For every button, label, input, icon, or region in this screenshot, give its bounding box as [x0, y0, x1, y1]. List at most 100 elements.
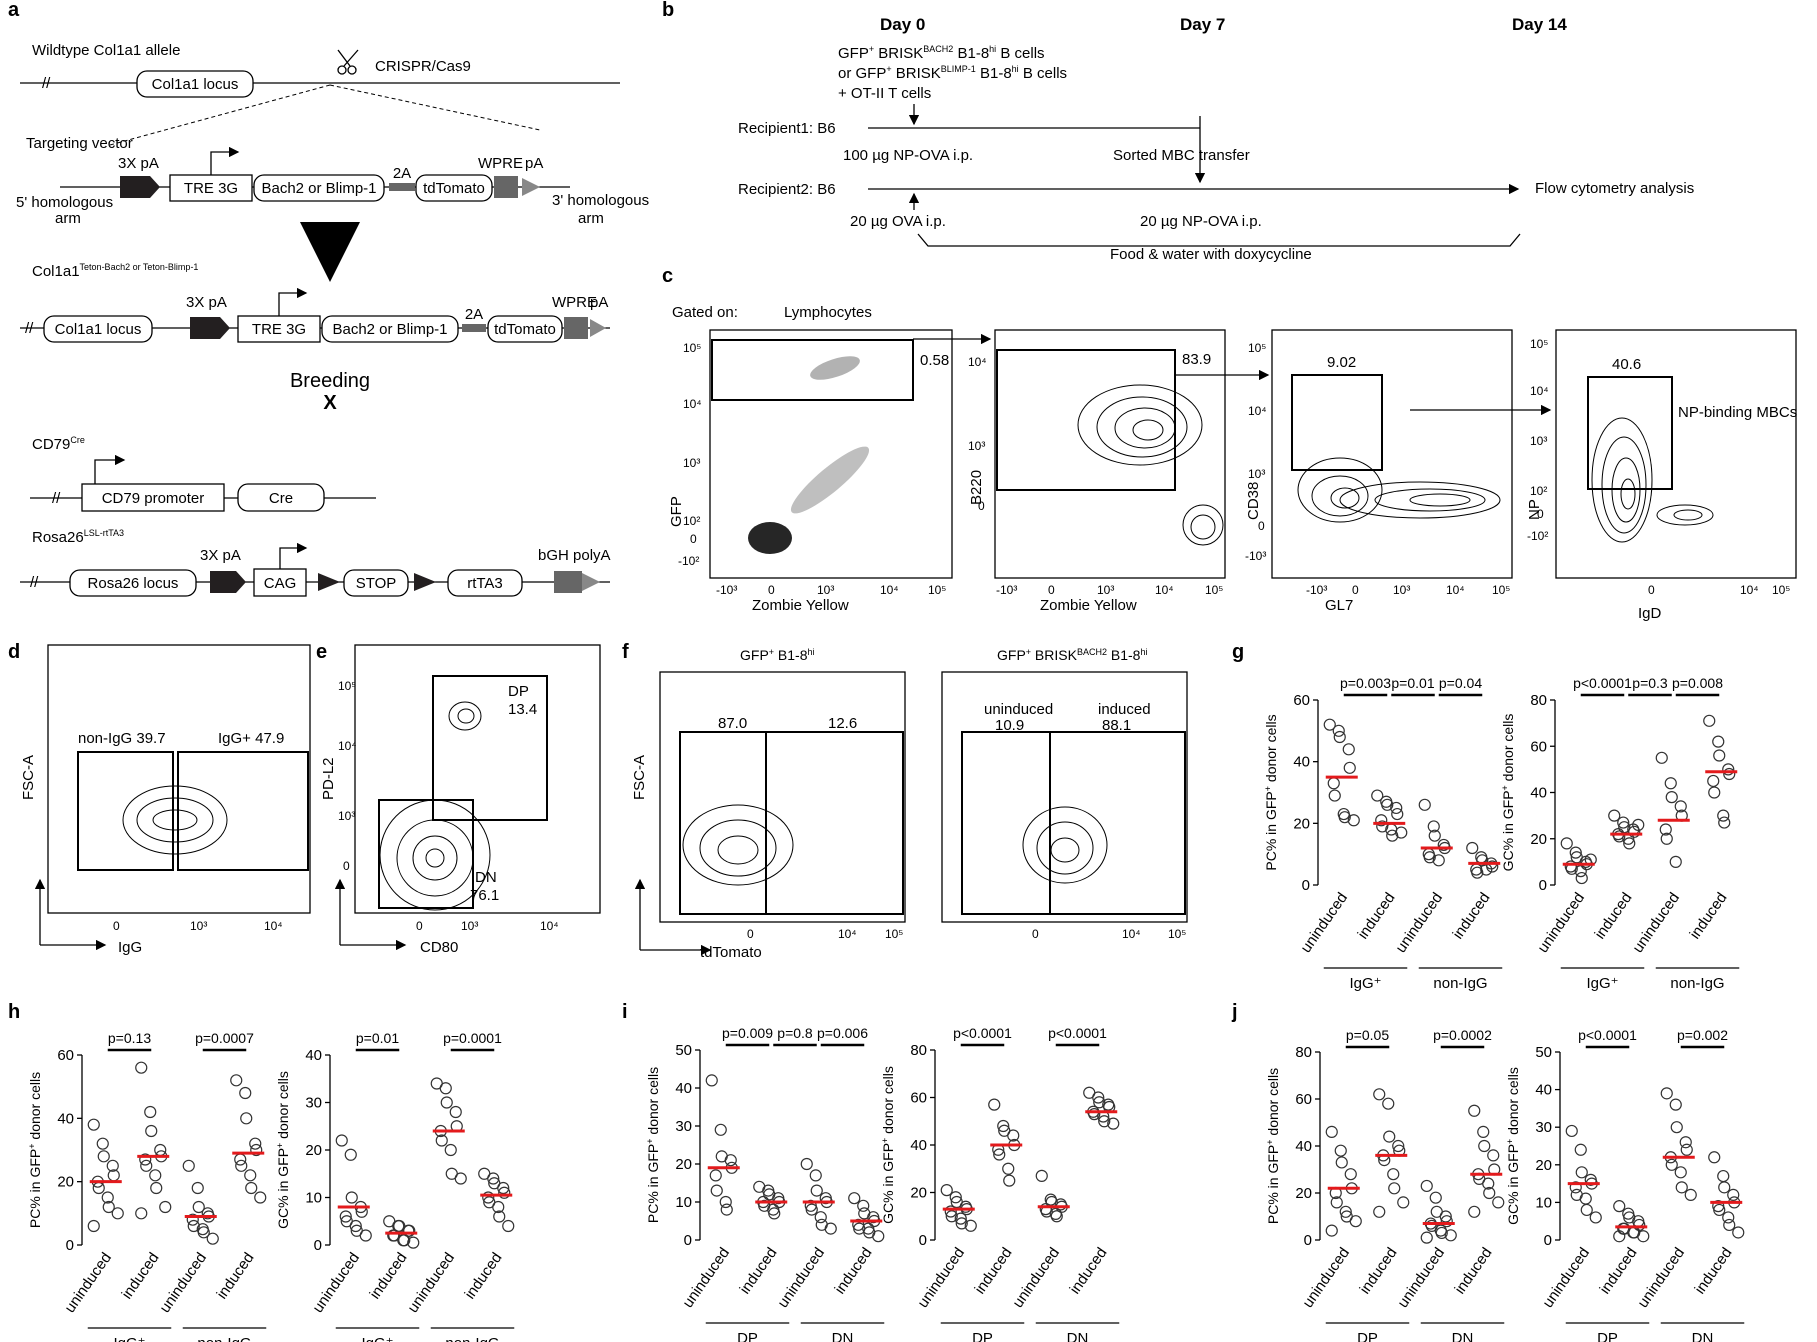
y-tick-label: 20 — [675, 1156, 692, 1173]
data-point — [1613, 1200, 1626, 1213]
data-point — [1342, 743, 1355, 756]
data-point — [240, 1112, 253, 1125]
tick: -10³ — [996, 583, 1017, 597]
category-label: uninduced — [1634, 1245, 1688, 1311]
pvalue-label: p=0.8 — [777, 1025, 813, 1041]
pa3x-label: 3X pA — [118, 155, 159, 172]
data-point — [1427, 820, 1440, 833]
panel-label-e: e — [316, 641, 327, 663]
data-point — [1003, 1174, 1016, 1187]
data-point — [186, 1213, 199, 1226]
data-point — [1722, 1211, 1735, 1224]
gl7-axis-label: GL7 — [1325, 597, 1353, 614]
dp-label: DP — [508, 683, 529, 700]
pvalue-label: p=0.009 — [722, 1025, 773, 1041]
data-point — [96, 1137, 109, 1150]
data-point — [1575, 1166, 1588, 1179]
y-tick-label: 0 — [1539, 877, 1547, 894]
y-axis-label: GC% in GFP+ donor cells — [1500, 714, 1516, 872]
data-point — [1390, 801, 1403, 815]
data-point — [1440, 1215, 1453, 1228]
targeting-vector-label: Targeting vector — [26, 135, 133, 152]
category-label: induced — [1449, 890, 1493, 943]
tick: 10⁵ — [1168, 927, 1186, 941]
data-point — [492, 1200, 505, 1214]
data-point — [345, 1191, 358, 1204]
data-point — [1330, 1196, 1343, 1209]
y-axis-label: PC% in GFP+ donor cells — [1263, 714, 1279, 870]
data-point — [344, 1148, 357, 1161]
pa3x-label-2: 3X pA — [186, 294, 227, 311]
data-point — [1466, 841, 1479, 855]
data-point — [1429, 1191, 1442, 1204]
data-point — [1713, 749, 1726, 762]
data-point — [1391, 807, 1404, 821]
tick: 10⁵ — [683, 341, 701, 355]
category-label: induced — [1596, 1245, 1640, 1298]
b-line1-g: B cells — [996, 45, 1044, 62]
np-ova-20-label: 20 µg NP-OVA i.p. — [1140, 213, 1262, 230]
data-point — [1471, 866, 1484, 879]
y-tick-label: 40 — [305, 1047, 322, 1064]
data-point — [768, 1207, 781, 1220]
tdtomato-label-2: tdTomato — [494, 321, 556, 338]
y-axis-label: PC% in GFP+ donor cells — [1265, 1068, 1281, 1224]
y-tick-label: 20 — [1293, 815, 1310, 832]
data-point — [1632, 818, 1645, 831]
svg-text://: // — [52, 490, 61, 507]
y-tick-label: 30 — [1535, 1119, 1552, 1136]
y-tick-label: 20 — [57, 1174, 74, 1191]
data-point — [1675, 1181, 1688, 1194]
tick: 10⁴ — [968, 355, 987, 369]
gate-value-gfp: 0.58 — [920, 352, 949, 369]
data-point — [1035, 1169, 1048, 1182]
tick: 10³ — [1530, 434, 1547, 448]
data-point — [1732, 1226, 1745, 1239]
panel-label-g: g — [1232, 641, 1244, 663]
tick: 10⁴ — [880, 583, 899, 597]
data-point — [182, 1159, 195, 1172]
data-point — [482, 1191, 495, 1204]
data-point — [1387, 1168, 1400, 1181]
category-label: induced — [1356, 1245, 1400, 1298]
data-point — [250, 1143, 263, 1157]
tick: 10³ — [1393, 583, 1410, 597]
category-label: uninduced — [309, 1250, 363, 1316]
cag-label: CAG — [264, 575, 297, 592]
data-point — [403, 1224, 416, 1237]
data-point — [245, 1181, 258, 1195]
tick: -10³ — [1306, 583, 1327, 597]
data-point — [1477, 1125, 1490, 1139]
data-point — [1637, 1230, 1650, 1243]
group-label: non-IgG — [1670, 975, 1724, 992]
cd79-label: CD79 — [32, 436, 70, 453]
data-point — [502, 1219, 515, 1233]
data-point — [440, 1096, 453, 1109]
non-igg-gate: non-IgG 39.7 — [78, 730, 166, 747]
pvalue-label: p=0.01 — [1391, 675, 1434, 691]
data-point — [1569, 1181, 1582, 1194]
data-point — [454, 1172, 467, 1185]
data-point — [1613, 830, 1626, 843]
f-induced: induced — [1098, 701, 1151, 718]
y-tick-label: 40 — [675, 1080, 692, 1097]
data-point — [335, 1134, 348, 1147]
f-title2-c: BRISK — [1031, 647, 1078, 663]
data-point — [724, 1154, 737, 1167]
data-point — [857, 1199, 870, 1212]
pvalue-label: p=0.13 — [108, 1030, 151, 1046]
data-point — [1381, 798, 1394, 811]
category-label: uninduced — [774, 1245, 828, 1311]
data-point — [487, 1172, 500, 1185]
data-point — [1007, 1129, 1020, 1142]
pvalue-label: p=0.0007 — [195, 1030, 254, 1046]
data-point — [767, 1203, 780, 1216]
b-line2-c: BRISK — [892, 65, 941, 82]
b-line1-f: hi — [989, 44, 996, 54]
panel-label-b: b — [662, 0, 674, 21]
y-tick-label: 60 — [1293, 692, 1310, 709]
y-tick-label: 20 — [305, 1142, 322, 1159]
data-point — [1107, 1117, 1120, 1130]
y-tick-label: 40 — [57, 1110, 74, 1127]
